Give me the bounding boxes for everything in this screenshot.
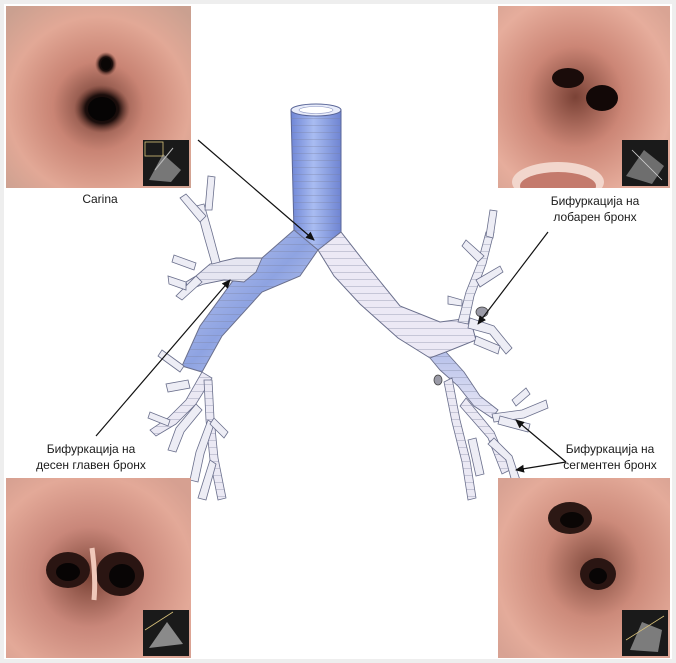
trachea <box>291 104 341 250</box>
label-carina: Carina <box>60 191 140 207</box>
label-lobar-bifurcation: Бифуркација на лобарен бронх <box>520 193 670 225</box>
label-lobar-line1: Бифуркација на <box>520 193 670 209</box>
label-segmental-line1: Бифуркација на <box>540 441 676 457</box>
ct-inset-thumbnail <box>622 140 668 186</box>
ct-inset-thumbnail <box>622 610 668 656</box>
ct-inset-thumbnail <box>143 140 189 186</box>
endoscopy-image-segmental <box>498 478 670 658</box>
label-segmental-bifurcation: Бифуркација на сегментен бронх <box>540 441 676 473</box>
endoscopy-image-lobar <box>498 6 670 188</box>
left-main-bronchus <box>318 210 548 500</box>
label-right-main-line1: Бифуркација на <box>16 441 166 457</box>
endoscopy-image-carina <box>6 6 191 188</box>
right-main-bronchus <box>148 176 318 500</box>
endoscopy-image-right-main <box>6 478 191 658</box>
label-right-main-bifurcation: Бифуркација на десен главен бронх <box>16 441 166 473</box>
label-right-main-line2: десен главен бронх <box>16 457 166 473</box>
label-lobar-line2: лобарен бронх <box>520 209 670 225</box>
lobar-opening <box>476 307 488 317</box>
ct-inset-thumbnail <box>143 610 189 656</box>
label-segmental-line2: сегментен бронх <box>540 457 676 473</box>
